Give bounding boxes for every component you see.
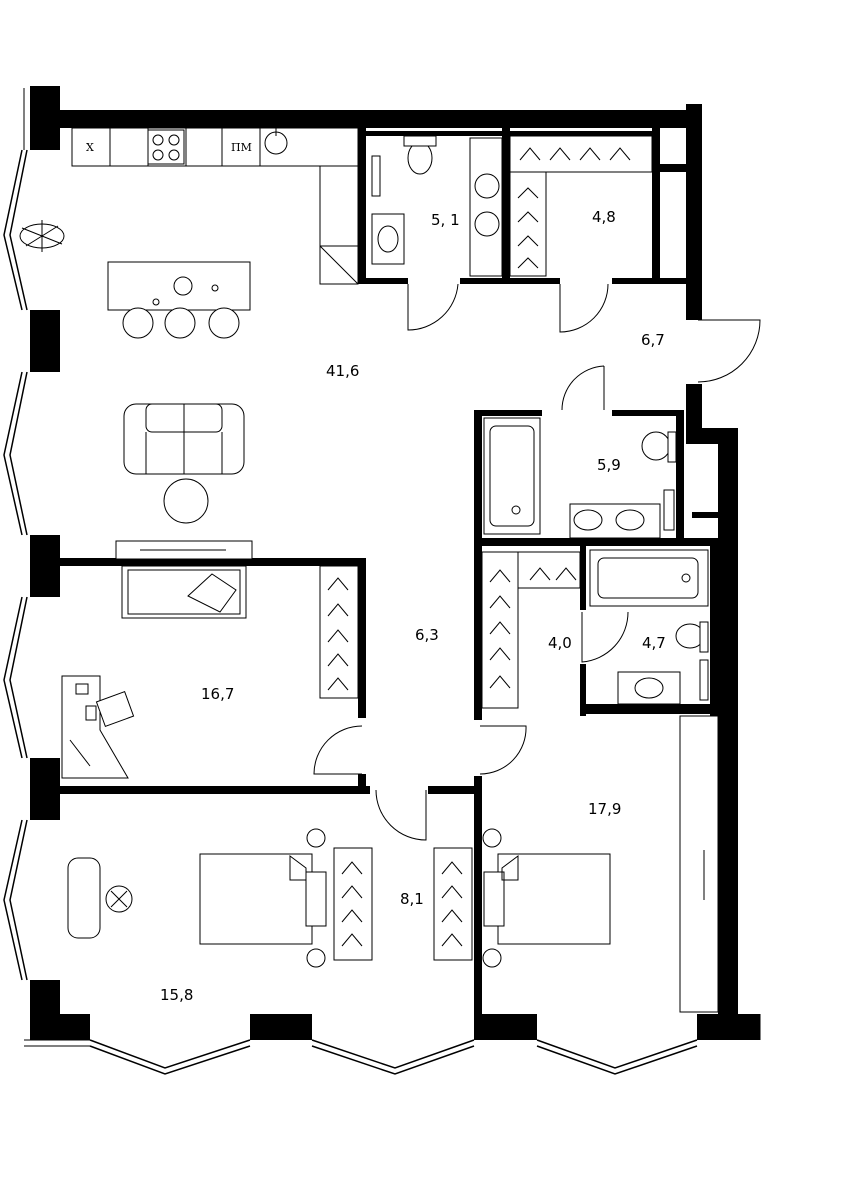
- interior-walls: [60, 128, 724, 1016]
- area-label-bedroom-southwest: 15,8: [160, 986, 193, 1004]
- area-label-entrance-hall: 6,7: [641, 331, 665, 349]
- exterior-walls: [60, 110, 738, 1018]
- area-label-wardrobe-middle: 4,0: [548, 634, 572, 652]
- wc-fixtures: [371, 135, 503, 277]
- wardrobe-top-hangers: [509, 135, 653, 277]
- study-desk: [61, 675, 129, 779]
- bathroom-lower-fixtures: [589, 549, 709, 705]
- area-label-wardrobe-central: 8,1: [400, 890, 424, 908]
- study-wardrobe-hangers: [319, 565, 359, 699]
- kitchen-island: [107, 261, 251, 311]
- bedroom-southwest-furniture: [67, 828, 327, 968]
- window-bottom-zigzag: [24, 1014, 761, 1075]
- kitchen-counter: [71, 127, 359, 285]
- dishwasher-label: ПМ: [231, 141, 252, 154]
- cooktop-icon: [147, 129, 185, 165]
- plant-icon: [19, 220, 65, 252]
- tv-stand: [115, 540, 253, 560]
- desk-chair: [95, 691, 135, 727]
- bathroom-upper-fixtures: [483, 417, 677, 539]
- area-label-bedroom-southeast: 17,9: [588, 800, 621, 818]
- area-label-study: 16,7: [201, 685, 234, 703]
- wardrobe-central-hangers: [333, 847, 473, 961]
- bedroom-southeast-furniture: [482, 715, 719, 1013]
- sink-icon: [264, 128, 288, 155]
- study-daybed: [121, 565, 247, 619]
- window-left-zigzag: [3, 88, 28, 981]
- area-label-bathroom-lower: 4,7: [642, 634, 666, 652]
- sofa: [123, 403, 245, 475]
- wardrobe-middle-hangers: [481, 551, 581, 709]
- bar-stools: [122, 307, 240, 339]
- area-label-corridor: 6,3: [415, 626, 439, 644]
- coffee-table: [163, 478, 209, 524]
- area-label-wardrobe-top: 4,8: [592, 208, 616, 226]
- doors: [313, 283, 761, 841]
- area-label-wc: 5, 1: [431, 211, 460, 229]
- area-label-bathroom-upper: 5,9: [597, 456, 621, 474]
- fridge-label: Х: [86, 141, 94, 154]
- area-label-living-kitchen: 41,6: [326, 362, 359, 380]
- structural-columns: [30, 86, 760, 1040]
